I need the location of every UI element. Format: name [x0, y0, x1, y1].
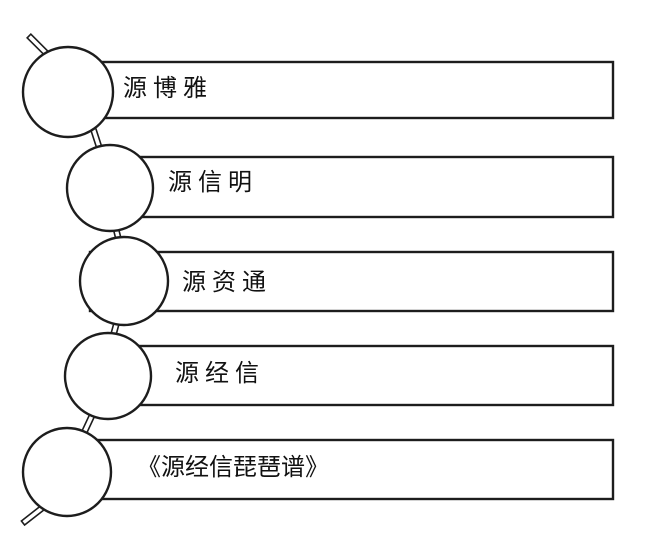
chain-circle-5: [21, 426, 113, 518]
chain-circle-2: [65, 143, 155, 233]
label-bar-5: [88, 438, 615, 501]
node-label-5: 《源经信琵琶谱》: [137, 454, 329, 481]
label-bar-3: [88, 250, 615, 313]
node-label-4: 源经信: [175, 360, 265, 387]
node-label-3: 源资通: [182, 269, 272, 296]
node-label-2: 源信明: [168, 169, 258, 196]
label-bar-4: [88, 344, 615, 407]
label-bar-1: [88, 60, 615, 120]
chain-circle-4: [63, 331, 153, 421]
chain-circle-3: [78, 235, 170, 327]
chain-circle-1: [21, 45, 115, 139]
label-bar-2: [88, 155, 615, 219]
node-label-1: 源博雅: [123, 75, 213, 102]
